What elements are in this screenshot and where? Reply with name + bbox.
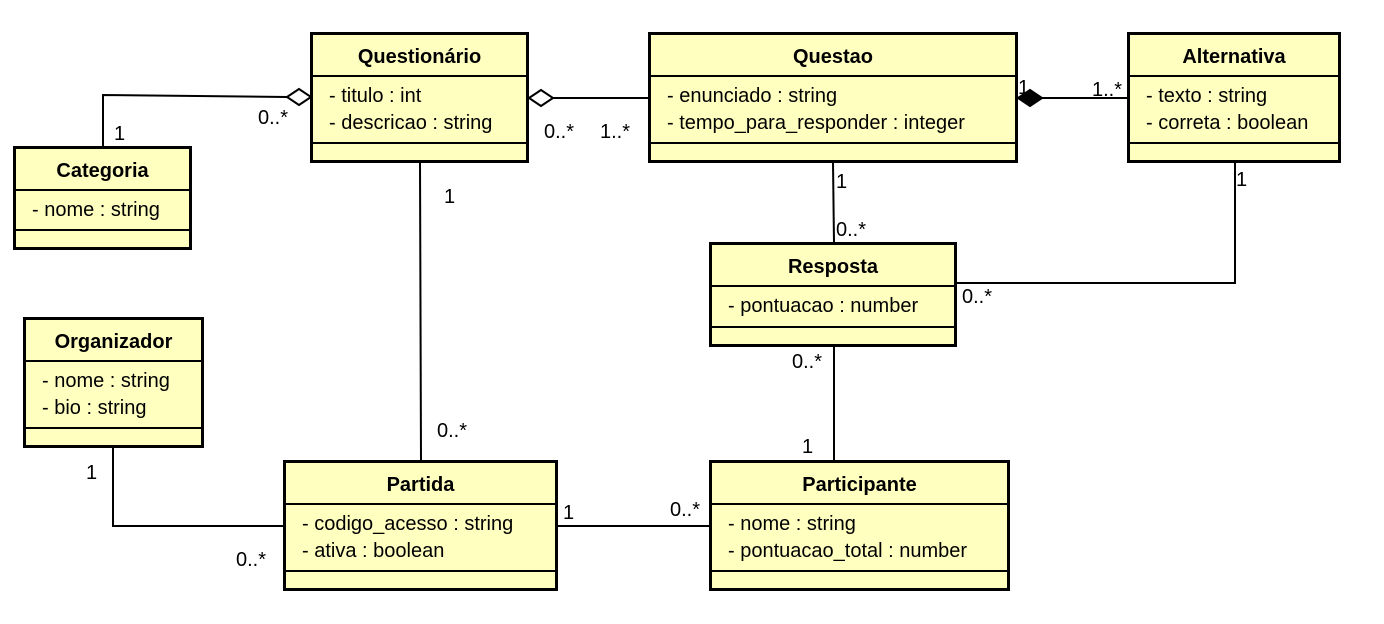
- class-categoria-operations: [16, 229, 189, 247]
- class-alternativa-name: Alternativa: [1130, 35, 1338, 77]
- class-questionario-operations: [313, 142, 526, 160]
- attribute: - titulo : int: [329, 85, 422, 107]
- multiplicity-label: 0..*: [544, 121, 575, 143]
- attribute: - nome : string: [728, 513, 856, 535]
- attribute: - texto : string: [1146, 85, 1268, 107]
- class-questionario[interactable]: Questionário - titulo : int - descricao …: [310, 32, 529, 163]
- attribute: - bio : string: [42, 397, 147, 419]
- attribute: - pontuacao_total : number: [728, 540, 968, 562]
- class-questao[interactable]: Questao - enunciado : string - tempo_par…: [648, 32, 1018, 163]
- class-resposta-operations: [712, 326, 954, 344]
- attribute: - tempo_para_responder : integer: [667, 112, 965, 134]
- class-categoria[interactable]: Categoria - nome : string: [13, 146, 192, 250]
- composition-diamond-questao: [1016, 88, 1044, 108]
- multiplicity-label: 1: [1236, 169, 1248, 191]
- attribute: - nome : string: [42, 370, 170, 392]
- aggregation-diamond-questionario: [285, 87, 313, 107]
- class-organizador-attributes: - nome : string - bio : string: [26, 362, 201, 427]
- multiplicity-label: 0..*: [258, 107, 289, 129]
- class-partida[interactable]: Partida - codigo_acesso : string - ativa…: [283, 460, 558, 591]
- class-resposta-name: Resposta: [712, 245, 954, 287]
- multiplicity-label: 1..*: [600, 121, 631, 143]
- class-participante-attributes: - nome : string - pontuacao_total : numb…: [712, 505, 1007, 570]
- class-partida-operations: [286, 570, 555, 588]
- class-categoria-attributes: - nome : string: [16, 191, 189, 229]
- aggregation-diamond-questionario-right: [527, 88, 555, 108]
- multiplicity-label: 0..*: [836, 219, 867, 241]
- multiplicity-label: 1: [86, 462, 98, 484]
- association-categoria-questionario[interactable]: [102, 93, 288, 147]
- attribute: - nome : string: [32, 199, 160, 221]
- class-questionario-attributes: - titulo : int - descricao : string: [313, 77, 526, 142]
- class-partida-attributes: - codigo_acesso : string - ativa : boole…: [286, 505, 555, 570]
- multiplicity-label: 1: [563, 502, 575, 524]
- class-questao-operations: [651, 142, 1015, 160]
- class-questionario-name: Questionário: [313, 35, 526, 77]
- multiplicity-label: 0..*: [236, 549, 267, 571]
- multiplicity-label: 0..*: [962, 286, 993, 308]
- class-questao-name: Questao: [651, 35, 1015, 77]
- attribute: - enunciado : string: [667, 85, 838, 107]
- class-questao-attributes: - enunciado : string - tempo_para_respon…: [651, 77, 1015, 142]
- multiplicity-label: 1: [836, 171, 848, 193]
- multiplicity-label: 1..*: [1092, 79, 1123, 101]
- multiplicity-label: 1: [1018, 77, 1030, 99]
- multiplicity-label: 1: [114, 123, 126, 145]
- attribute: - pontuacao : number: [728, 295, 919, 317]
- association-questao-resposta[interactable]: [832, 162, 835, 244]
- multiplicity-label: 1: [802, 436, 814, 458]
- class-alternativa-operations: [1130, 142, 1338, 160]
- class-participante[interactable]: Participante - nome : string - pontuacao…: [709, 460, 1010, 591]
- class-categoria-name: Categoria: [16, 149, 189, 191]
- multiplicity-label: 1: [444, 186, 456, 208]
- association-alternativa-resposta[interactable]: [956, 163, 1236, 284]
- class-participante-name: Participante: [712, 463, 1007, 505]
- class-organizador-operations: [26, 427, 201, 445]
- attribute: - correta : boolean: [1146, 112, 1309, 134]
- attribute: - descricao : string: [329, 112, 493, 134]
- class-alternativa[interactable]: Alternativa - texto : string - correta :…: [1127, 32, 1341, 163]
- class-alternativa-attributes: - texto : string - correta : boolean: [1130, 77, 1338, 142]
- attribute: - ativa : boolean: [302, 540, 445, 562]
- association-questionario-partida[interactable]: [419, 162, 422, 462]
- class-resposta[interactable]: Resposta - pontuacao : number: [709, 242, 957, 347]
- multiplicity-label: 0..*: [792, 351, 823, 373]
- multiplicity-label: 0..*: [437, 420, 468, 442]
- class-organizador[interactable]: Organizador - nome : string - bio : stri…: [23, 317, 204, 448]
- class-partida-name: Partida: [286, 463, 555, 505]
- multiplicity-label: 0..*: [670, 499, 701, 521]
- class-organizador-name: Organizador: [26, 320, 201, 362]
- association-organizador-partida[interactable]: [112, 448, 284, 527]
- class-participante-operations: [712, 570, 1007, 588]
- class-resposta-attributes: - pontuacao : number: [712, 287, 954, 326]
- attribute: - codigo_acesso : string: [302, 513, 514, 535]
